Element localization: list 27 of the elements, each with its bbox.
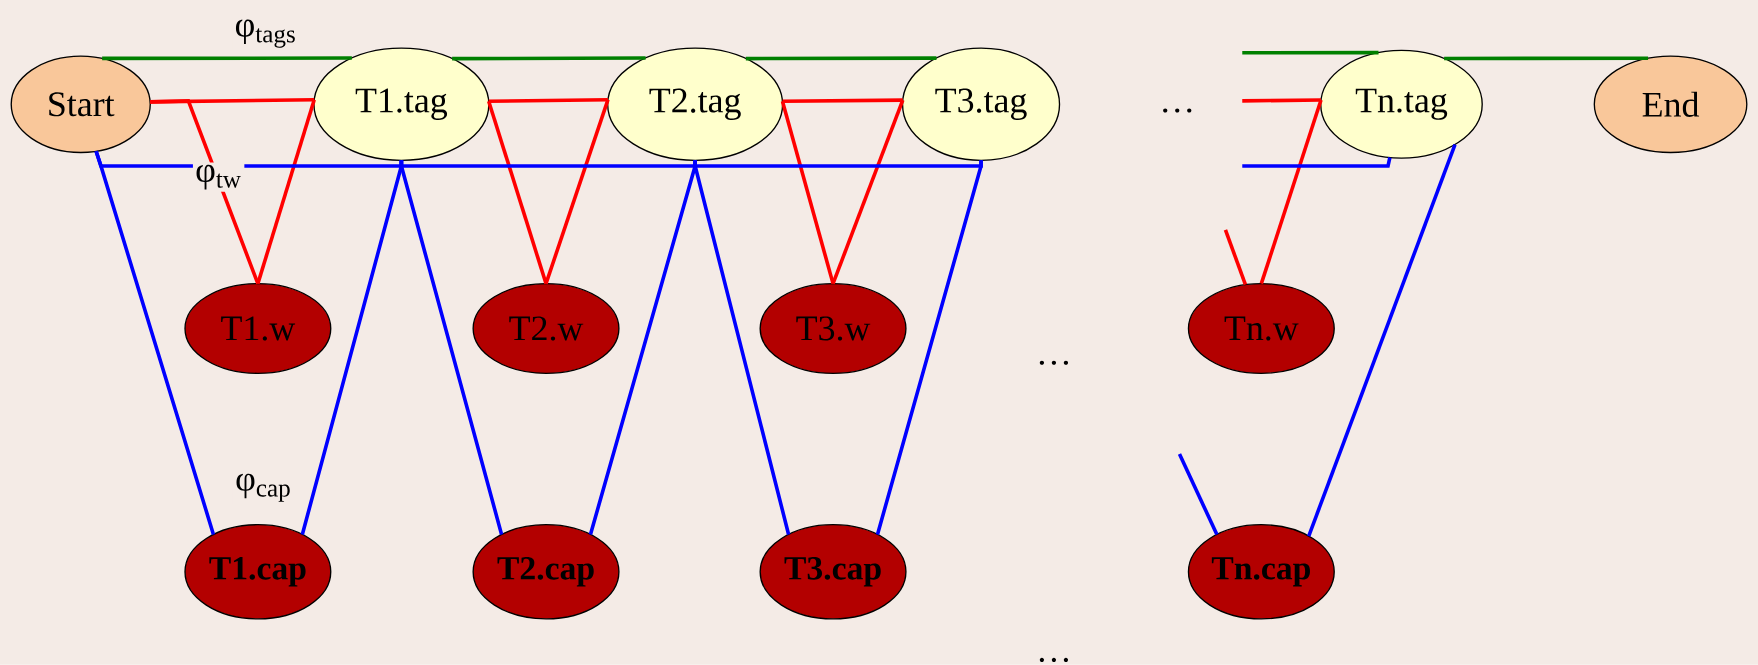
factor-label: φ$_{tags}$ (232, 17, 300, 50)
connector-line (693, 160, 791, 535)
connector-line (1242, 157, 1392, 168)
connector-line (831, 99, 905, 285)
connector-line (1307, 144, 1457, 537)
connector-line (875, 160, 983, 536)
connector-line (782, 98, 903, 104)
connector-line (102, 56, 352, 61)
connector-line (452, 56, 646, 61)
connector-line (780, 100, 835, 285)
connector-line (487, 100, 548, 285)
connector-line (1177, 453, 1219, 536)
connector-line (1223, 229, 1248, 286)
connector-line (544, 99, 610, 285)
connector-line (1242, 98, 1322, 103)
factor-label: φ$_{cap}$ (232, 471, 295, 505)
connector-line (1259, 99, 1323, 285)
ellipsis: … (1163, 108, 1192, 113)
connector-line (399, 160, 504, 536)
connector-line (488, 97, 608, 104)
connector-line (1242, 50, 1379, 55)
connector-line (256, 99, 316, 285)
connector-line (94, 150, 216, 536)
ellipsis: … (1039, 657, 1069, 663)
connector-line (745, 56, 937, 61)
ellipsis: … (1039, 360, 1069, 365)
connector-line (1444, 56, 1649, 61)
